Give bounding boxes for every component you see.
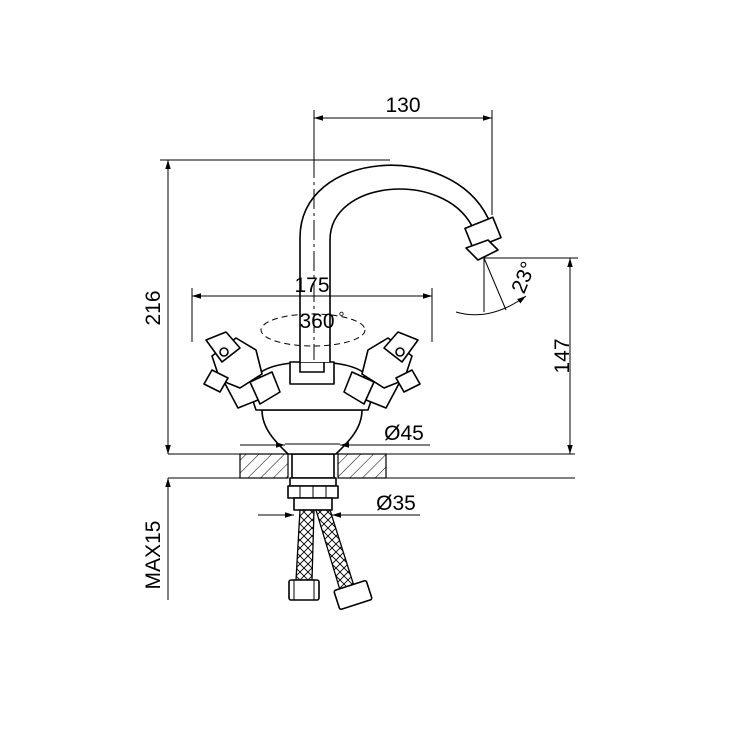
label-max-thickness: MAX15 [142, 521, 165, 590]
rotation-ellipse [260, 313, 366, 347]
spout [299, 158, 502, 363]
hose-nut-right [333, 579, 373, 611]
label-total-height: 216 [142, 290, 165, 325]
left-cross-handle [203, 331, 281, 409]
faucet-base [261, 409, 363, 455]
label-rotation-value: 360 [299, 310, 334, 333]
counter-section-right [337, 453, 387, 479]
label-base-diameter: Ø45 [384, 422, 424, 445]
dimension-total-height [160, 159, 390, 454]
dimension-handle-span [191, 288, 433, 342]
label-spout-reach: 130 [385, 94, 420, 117]
hose-nut-left [288, 579, 320, 601]
counter-slab [168, 453, 575, 479]
dimension-outlet-height [484, 257, 578, 454]
right-cross-handle [343, 331, 421, 409]
dimension-outlet-angle [455, 257, 527, 316]
label-rotation-unit: ° [339, 309, 345, 326]
dimension-spout-reach [313, 110, 493, 215]
faucet-body [249, 361, 375, 411]
label-shank-diameter: Ø35 [376, 492, 416, 515]
counter-section-left [239, 453, 289, 479]
label-outlet-height: 147 [551, 338, 574, 373]
flexible-hoses [288, 509, 373, 611]
label-handle-span: 175 [294, 274, 329, 297]
mounting-shank [287, 453, 339, 511]
label-outlet-angle: 23° [507, 259, 540, 297]
label-rotation: 360 ° [299, 309, 344, 333]
